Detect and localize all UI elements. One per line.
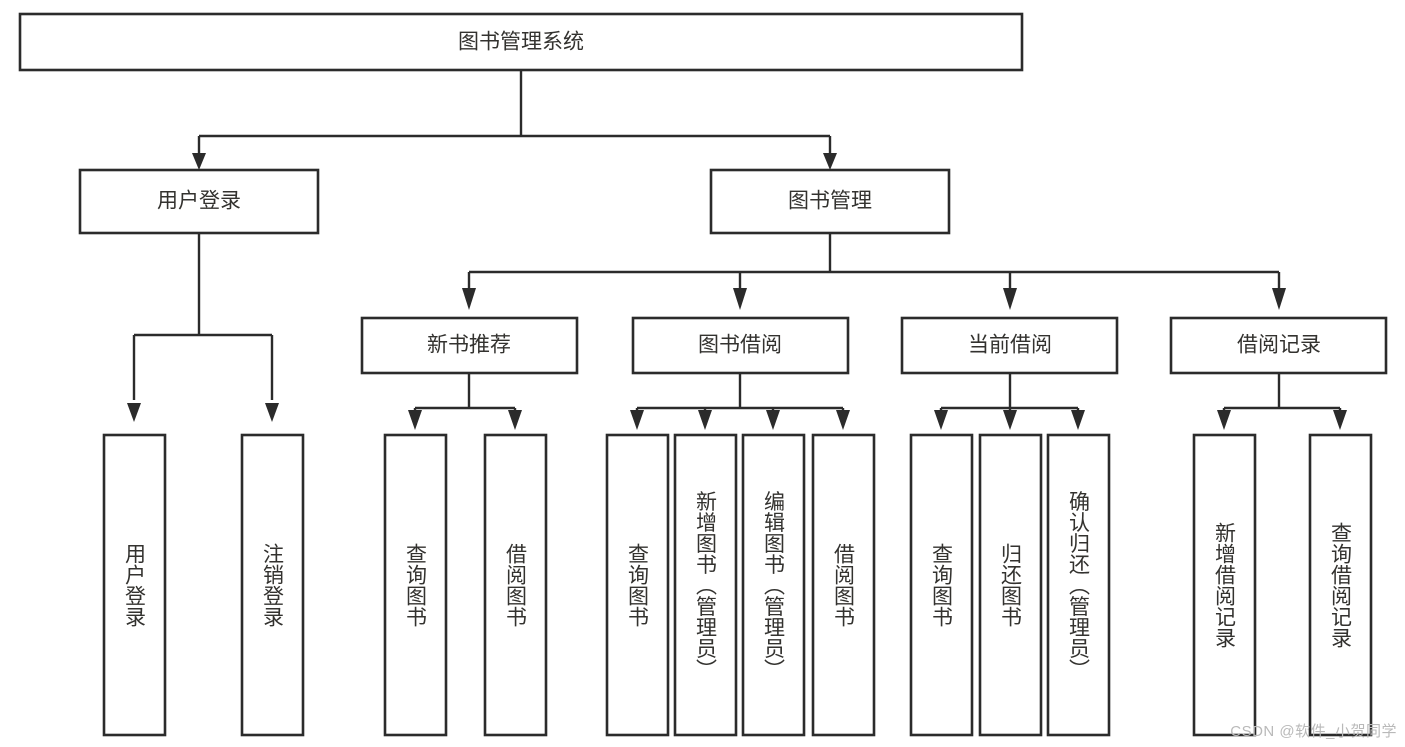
node-leaf-add-record-label: 新增借阅记录 <box>1213 522 1237 648</box>
arrow-to-leaf-borrow-book-2 <box>836 410 850 430</box>
node-leaf-query-book-2-label: 查询图书 <box>626 543 650 627</box>
node-leaf-query-book-2-box[interactable] <box>605 433 670 737</box>
node-leaf-user-login-label: 用户登录 <box>123 543 147 627</box>
node-user-login-label: 用户登录 <box>157 190 241 213</box>
node-leaf-edit-book-box[interactable] <box>741 433 806 737</box>
node-user-login-box[interactable] <box>78 168 320 235</box>
arrow-to-user-login <box>192 153 206 170</box>
node-leaf-user-login[interactable]: 用户登录 <box>102 433 167 737</box>
node-book-manage-box[interactable] <box>709 168 951 235</box>
node-leaf-query-book-1-box[interactable] <box>383 433 448 737</box>
arrow-to-leaf-user-login <box>127 403 141 422</box>
node-leaf-return-book[interactable]: 归还图书 <box>978 433 1043 737</box>
node-root-box[interactable] <box>18 12 1024 72</box>
node-leaf-user-logout-label: 注销登录 <box>261 543 285 627</box>
node-user-login[interactable]: 用户登录 <box>78 168 320 235</box>
connector-book-manage-bus <box>467 233 1281 290</box>
arrow-to-leaf-query-book-3 <box>934 410 948 430</box>
node-book-manage-label: 图书管理 <box>788 190 872 213</box>
node-leaf-user-logout-box[interactable] <box>240 433 305 737</box>
node-leaf-query-book-3-label: 查询图书 <box>930 543 954 627</box>
arrow-to-leaf-return-book <box>1003 410 1017 430</box>
node-leaf-add-record[interactable]: 新增借阅记录 <box>1192 433 1257 737</box>
node-leaf-return-book-box[interactable] <box>978 433 1043 737</box>
node-leaf-return-book-label: 归还图书 <box>999 543 1023 627</box>
node-leaf-add-book-label: 新增图书（管理员） <box>694 491 718 680</box>
node-leaf-confirm-return-box[interactable] <box>1046 433 1111 737</box>
arrow-to-book-manage <box>823 153 837 170</box>
connector-root-bus <box>197 70 832 160</box>
node-new-book-recommend-box[interactable] <box>360 316 579 375</box>
arrow-to-new-book-recommend <box>462 288 476 310</box>
node-leaf-add-book[interactable]: 新增图书（管理员） <box>673 433 738 737</box>
node-leaf-borrow-book-1[interactable]: 借阅图书 <box>483 433 548 737</box>
arrow-to-borrow-record <box>1272 288 1286 310</box>
arrow-to-leaf-user-logout <box>265 403 279 422</box>
node-borrow-record-label: 借阅记录 <box>1237 334 1321 357</box>
arrow-to-leaf-query-book-2 <box>630 410 644 430</box>
node-leaf-query-book-3-box[interactable] <box>909 433 974 737</box>
arrow-to-book-borrow <box>733 288 747 310</box>
node-leaf-borrow-book-1-box[interactable] <box>483 433 548 737</box>
node-leaf-query-book-3[interactable]: 查询图书 <box>909 433 974 737</box>
node-current-borrow-box[interactable] <box>900 316 1119 375</box>
arrow-to-leaf-add-book <box>698 410 712 430</box>
node-leaf-edit-book[interactable]: 编辑图书（管理员） <box>741 433 806 737</box>
node-leaf-borrow-book-2-label: 借阅图书 <box>832 543 856 627</box>
node-leaf-query-record[interactable]: 查询借阅记录 <box>1308 433 1373 737</box>
node-leaf-add-record-box[interactable] <box>1192 433 1257 737</box>
node-book-borrow-label: 图书借阅 <box>698 334 782 357</box>
node-leaf-borrow-book-1-label: 借阅图书 <box>504 543 528 627</box>
node-leaf-edit-book-label: 编辑图书（管理员） <box>762 491 786 680</box>
node-leaf-add-book-box[interactable] <box>673 433 738 737</box>
node-new-book-recommend[interactable]: 新书推荐 <box>360 316 579 375</box>
node-leaf-query-record-label: 查询借阅记录 <box>1329 522 1353 648</box>
node-book-borrow[interactable]: 图书借阅 <box>631 316 850 375</box>
node-leaf-confirm-return-label: 确认归还（管理员） <box>1067 491 1091 680</box>
arrow-to-leaf-edit-book <box>766 410 780 430</box>
connector-new-book-recommend-bus <box>413 373 517 418</box>
node-root-label: 图书管理系统 <box>458 31 584 54</box>
arrow-to-current-borrow <box>1003 288 1017 310</box>
arrow-to-leaf-query-book-1 <box>408 410 422 430</box>
arrow-to-leaf-query-record <box>1333 410 1347 430</box>
node-leaf-query-book-1[interactable]: 查询图书 <box>383 433 448 737</box>
connector-user-login-bus <box>132 233 274 400</box>
connector-layer <box>127 70 1347 430</box>
node-leaf-user-login-box[interactable] <box>102 433 167 737</box>
connector-book-borrow-bus <box>635 373 845 418</box>
node-leaf-borrow-book-2-box[interactable] <box>811 433 876 737</box>
connector-borrow-record-bus <box>1222 373 1342 418</box>
node-current-borrow[interactable]: 当前借阅 <box>900 316 1119 375</box>
node-book-borrow-box[interactable] <box>631 316 850 375</box>
node-leaf-borrow-book-2[interactable]: 借阅图书 <box>811 433 876 737</box>
node-new-book-recommend-label: 新书推荐 <box>427 334 511 357</box>
node-leaf-query-book-2[interactable]: 查询图书 <box>605 433 670 737</box>
node-current-borrow-label: 当前借阅 <box>968 334 1052 357</box>
node-leaf-query-record-box[interactable] <box>1308 433 1373 737</box>
node-book-manage[interactable]: 图书管理 <box>709 168 951 235</box>
arrow-to-leaf-add-record <box>1217 410 1231 430</box>
node-leaf-confirm-return[interactable]: 确认归还（管理员） <box>1046 433 1111 737</box>
node-borrow-record-box[interactable] <box>1169 316 1388 375</box>
node-root[interactable]: 图书管理系统 <box>18 12 1024 72</box>
arrow-to-leaf-confirm-return <box>1071 410 1085 430</box>
arrow-to-leaf-borrow-book-1 <box>508 410 522 430</box>
node-leaf-query-book-1-label: 查询图书 <box>404 543 428 627</box>
node-borrow-record[interactable]: 借阅记录 <box>1169 316 1388 375</box>
node-leaf-user-logout[interactable]: 注销登录 <box>240 433 305 737</box>
